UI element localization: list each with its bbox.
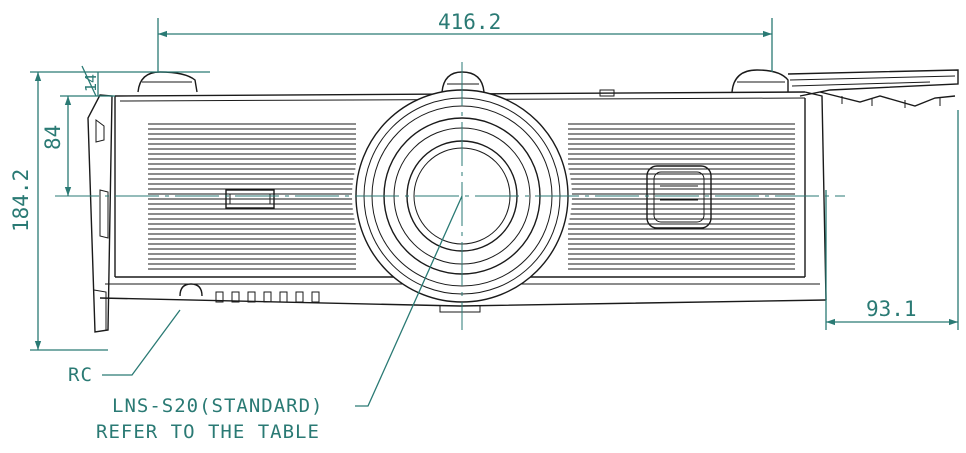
dimension-label-lens-height: 84 [41, 125, 65, 150]
dimension-label-width: 416.2 [438, 10, 501, 34]
right-vent-grille [568, 123, 795, 270]
dimension-label-top-offset: 14 [82, 74, 100, 92]
dimension-lens-center-height: 84 [41, 95, 115, 196]
callout-lens-line2: REFER TO THE TABLE [96, 421, 320, 443]
connector-ports [215, 291, 320, 303]
dimension-overall-height: 184.2 [9, 71, 210, 351]
projector-body [87, 69, 959, 333]
dimension-label-protrusion: 93.1 [866, 297, 917, 321]
dimension-label-height: 184.2 [9, 169, 33, 232]
left-vent-grille [148, 123, 356, 270]
callout-rc: RC [68, 309, 181, 386]
dimension-top-offset: 14 [81, 65, 100, 97]
dimension-overall-width: 416.2 [157, 10, 773, 72]
callout-rc-label: RC [68, 364, 93, 386]
callout-lens-line1: LNS-S20(STANDARD) [112, 395, 323, 417]
callout-lens: LNS-S20(STANDARD) REFER TO THE TABLE [96, 195, 463, 443]
dimension-lens-protrusion: 93.1 [825, 110, 959, 330]
